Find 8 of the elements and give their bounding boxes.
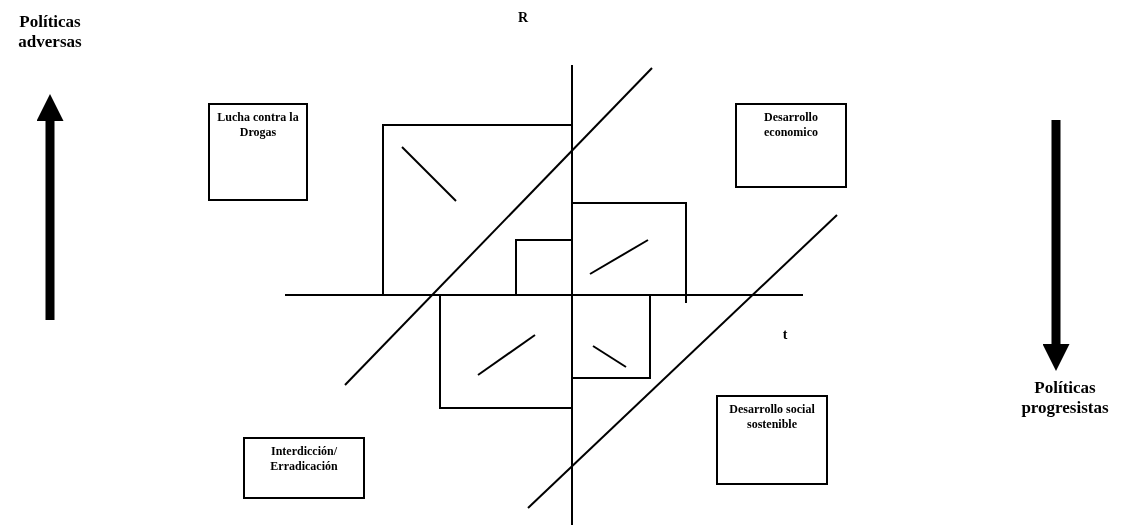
label-box: Desarrollo social sostenible [716,395,828,485]
label-box: Lucha contra la Drogas [208,103,308,201]
label-box: Desarrollo economico [735,103,847,188]
side-label: Políticas progresistas [1020,378,1110,418]
side-label: Políticas adversas [17,12,83,52]
axis-label: t [781,326,789,344]
axis-label: R [516,9,530,27]
label-box: Interdicción/ Erradicación [243,437,365,499]
